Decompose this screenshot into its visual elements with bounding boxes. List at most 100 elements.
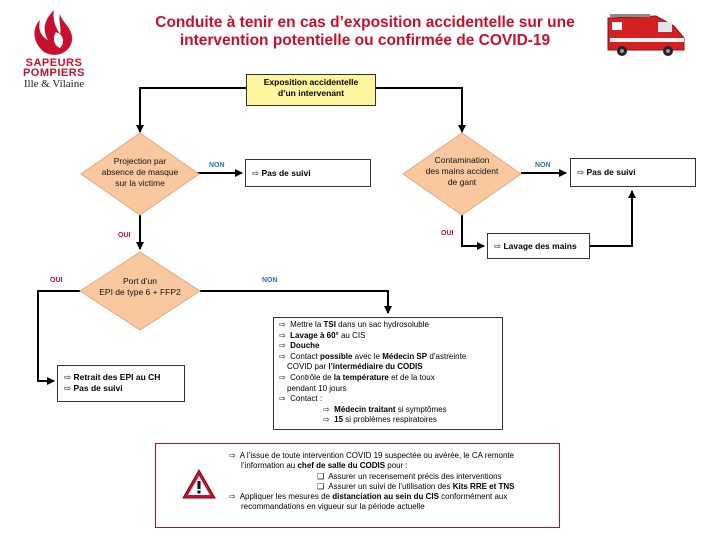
result-lavage-text: Lavage des mains	[503, 241, 577, 251]
text-bold: Médecin traitant	[334, 404, 396, 414]
notice-line1: ⇨ A l’issue de toute intervention COVID …	[229, 451, 554, 461]
epi-non-instructions: ⇨ Mettre la TSI dans un sac hydrosoluble…	[273, 317, 503, 430]
text: au CIS	[338, 330, 366, 340]
decision-mask-line2: absence de masque	[101, 167, 179, 177]
text: l’information au	[241, 461, 298, 471]
text: A l’issue de toute intervention COVID 19…	[239, 451, 515, 460]
page-title: Conduite à tenir en cas d’exposition acc…	[130, 14, 600, 50]
text-bold: 15	[334, 415, 344, 425]
text: Mettre la	[290, 320, 324, 329]
arrow-right-icon: ⇨	[279, 372, 291, 382]
decision-mask-line1: Projection par	[113, 156, 167, 166]
arrow-right-icon: ⇨	[279, 394, 291, 404]
text: si problèmes respiratoires	[343, 415, 437, 425]
decision-mask-line3: sur la victime	[115, 178, 165, 188]
instruction-contact-medecin-cont: COVID par l’intermédiaire du CODIS	[279, 362, 497, 373]
result-epi-oui-item1: ⇨ Retrait des EPI au CH	[64, 372, 178, 383]
checkbox-icon: ❑	[317, 481, 329, 491]
text-bold: chef de salle du CODIS	[297, 461, 386, 471]
warning-icon	[182, 468, 216, 499]
text: Assurer un suivi de l’utilisation des	[328, 481, 453, 491]
start-line1: Exposition accidentelle	[263, 77, 359, 87]
label-oui-mask: OUI	[118, 232, 131, 239]
text-bold: Kits RRE et TNS	[452, 481, 515, 491]
text-bold: TSI	[323, 320, 336, 329]
codis-notice-box: ⇨ A l’issue de toute intervention COVID …	[155, 443, 560, 528]
checkbox-icon: ❑	[317, 471, 329, 481]
text: Assurer un recensement précis des interv…	[328, 471, 502, 481]
logo: SAPEURS POMPIERS Ille & Vilaine	[14, 6, 94, 90]
text: si symptômes	[395, 404, 447, 414]
flame-logo-icon	[34, 10, 73, 55]
title-line1: Conduite à tenir en cas d’exposition acc…	[155, 14, 575, 31]
text: d’astreinte	[427, 351, 467, 361]
arrow-right-icon: ⇨	[279, 320, 291, 329]
arrow-right-icon: ⇨	[323, 415, 335, 425]
instruction-15: ⇨ 15 si problèmes respiratoires	[279, 415, 497, 426]
logo-line1: SAPEURS	[25, 57, 83, 69]
arrow-right-icon: ⇨	[64, 372, 74, 382]
text: conformément aux	[438, 492, 508, 502]
decision-contam-line2: des mains accident	[425, 166, 499, 176]
label-oui-epi: OUI	[50, 277, 63, 284]
notice-line2: l’information au chef de salle du CODIS …	[229, 461, 554, 471]
text-bold: l’intermédiaire du CODIS	[328, 362, 423, 372]
result-lavage-box: ⇨ Lavage des mains	[487, 233, 590, 259]
arrow-right-icon: ⇨	[323, 404, 335, 414]
notice-line3: ❑ Assurer un recensement précis des inte…	[229, 472, 554, 482]
notice-line6: recommandations en vigueur sur la périod…	[229, 502, 554, 512]
logo-line3: Ille & Vilaine	[23, 78, 85, 90]
instruction-temperature-cont: pendant 10 jours	[279, 384, 497, 395]
instruction-lavage-60: ⇨ Lavage à 60° au CIS	[279, 331, 497, 342]
result-epi-oui-line1: Retrait des EPI au CH	[73, 372, 161, 382]
decision-contam-line1: Contamination	[434, 155, 490, 165]
start-line2: d’un intervenant	[277, 88, 345, 98]
text: et de la toux	[388, 372, 435, 382]
text-bold: Lavage à 60°	[290, 330, 339, 340]
logo-line2: POMPIERS	[22, 67, 86, 79]
instruction-medecin-traitant: ⇨ Médecin traitant si symptômes	[279, 405, 497, 416]
decision-contamination-label: Contamination des mains accident de gant	[412, 155, 512, 188]
decision-epi-line2: EPI de type 6 + FFP2	[99, 287, 181, 297]
text: Contact	[290, 351, 320, 361]
result-epi-oui-box: ⇨ Retrait des EPI au CH ⇨ Pas de suivi	[57, 365, 185, 402]
decision-mask-diamond	[80, 132, 200, 216]
decision-epi-label: Port d’un EPI de type 6 + FFP2	[84, 276, 196, 298]
text: pendant 10 jours	[287, 383, 347, 393]
text: dans un sac hydrosoluble	[335, 320, 429, 329]
text: Contrôle de	[290, 372, 334, 382]
instruction-contact-medecin: ⇨ Contact possible avec le Médecin SP d’…	[279, 352, 497, 363]
text: pour :	[385, 461, 408, 471]
text: avec le	[352, 351, 383, 361]
arrow-right-icon: ⇨	[229, 451, 240, 460]
decision-mask-label: Projection par absence de masque sur la …	[90, 156, 190, 189]
arrow-right-icon: ⇨	[494, 241, 504, 251]
notice-line4: ❑ Assurer un suivi de l’utilisation des …	[229, 482, 554, 492]
notice-line5: ⇨ Appliquer les mesures de distanciation…	[229, 492, 554, 502]
text-bold: Douche	[290, 341, 320, 351]
text-bold: Médecin SP	[382, 351, 428, 361]
decision-contam-line3: de gant	[447, 177, 477, 187]
decision-epi-line1: Port d’un	[122, 276, 158, 286]
result-contamination-non-text: Pas de suivi	[586, 167, 636, 177]
title-line2: intervention potentielle ou confirmée de…	[179, 32, 551, 49]
instruction-tsi: ⇨ Mettre la TSI dans un sac hydrosoluble	[279, 320, 497, 331]
text-bold: distanciation au sein du CIS	[332, 492, 439, 502]
text: Contact :	[290, 394, 323, 404]
text: Appliquer les mesures de	[239, 492, 333, 502]
arrow-right-icon: ⇨	[577, 167, 587, 177]
arrow-right-icon: ⇨	[64, 383, 74, 393]
decision-epi-diamond	[79, 251, 201, 331]
result-mask-non-box: ⇨ Pas de suivi	[245, 159, 371, 187]
result-epi-oui-line2: Pas de suivi	[73, 383, 123, 393]
arrow-right-icon: ⇨	[279, 330, 291, 340]
fire-ambulance-icon	[607, 14, 685, 56]
result-contamination-non-box: ⇨ Pas de suivi	[570, 158, 696, 187]
start-box: Exposition accidentelle d’un intervenant	[246, 74, 376, 106]
arrow-right-icon: ⇨	[279, 351, 291, 361]
decision-contamination-diamond	[402, 132, 522, 216]
arrow-right-icon: ⇨	[229, 492, 240, 502]
instruction-douche: ⇨ Douche	[279, 341, 497, 352]
text: recommandations en vigueur sur la périod…	[241, 502, 425, 512]
